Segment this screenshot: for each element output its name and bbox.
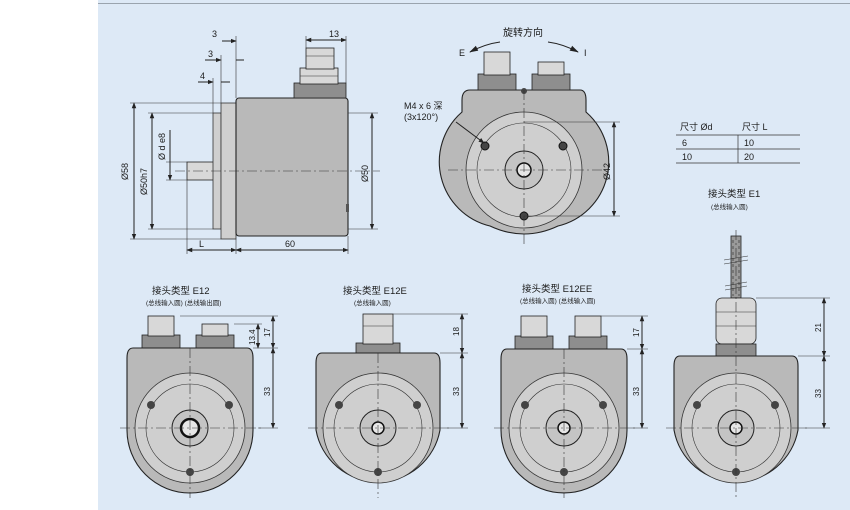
dim-d50h7: Ø50h7 bbox=[139, 168, 149, 195]
variant-e12ee-subtitle: (总线输入圆) (总线输入圆) bbox=[520, 296, 595, 305]
sheet-top-border bbox=[98, 3, 850, 4]
dir-e: E bbox=[459, 48, 465, 58]
variant-e12ee-dim-17: 17 bbox=[632, 328, 641, 337]
housing-screw bbox=[346, 204, 349, 212]
dim-60: 60 bbox=[285, 239, 295, 249]
variant-e12-dim-17: 17 bbox=[263, 328, 272, 337]
variant-e12ee-dim-33: 33 bbox=[632, 387, 641, 396]
dim-d58: Ø58 bbox=[120, 163, 130, 180]
variant-e1-dim-33: 33 bbox=[814, 389, 823, 398]
variant-e12-subtitle: (总线输入圆) (总线输出圆) bbox=[146, 298, 221, 307]
dim-13: 13 bbox=[329, 29, 339, 39]
size-table: 尺寸 Ød 尺寸 L 6 10 10 20 bbox=[676, 121, 800, 164]
thread-label-1: M4 x 6 深 bbox=[404, 101, 443, 111]
dir-i: I bbox=[584, 48, 587, 58]
variant-e12-dim-33: 33 bbox=[263, 387, 272, 396]
front-connector-left bbox=[483, 51, 511, 76]
variant-e12e-title: 接头类型 E12E bbox=[343, 285, 407, 297]
connector-head bbox=[305, 47, 335, 70]
table-cell-d-1: 10 bbox=[682, 152, 692, 162]
dim-3a: 3 bbox=[212, 29, 217, 39]
dim-L: L bbox=[199, 239, 204, 249]
variant-e12e: 接头类型 E12E (总线输入圆) 18 33 bbox=[308, 285, 468, 498]
front-view: 旋转方向 E I M4 x 6 深 (3x120°) Ø42 bbox=[404, 26, 620, 244]
variant-e12e-dim-18: 18 bbox=[452, 327, 461, 336]
rotation-label: 旋转方向 bbox=[503, 26, 543, 39]
variant-e12-title: 接头类型 E12 bbox=[152, 285, 210, 297]
variant-e12-dim-13-4: 13.4 bbox=[248, 329, 257, 345]
front-connector-right-base bbox=[531, 73, 571, 91]
variant-e12e-subtitle: (总线输入圆) bbox=[354, 298, 391, 307]
dim-3b: 3 bbox=[208, 49, 213, 59]
front-connector-right bbox=[537, 61, 565, 76]
thread-hole-2 bbox=[558, 141, 568, 151]
thread-hole-1 bbox=[480, 141, 490, 151]
table-cell-l-1: 20 bbox=[744, 152, 754, 162]
table-header-l: 尺寸 L bbox=[742, 121, 768, 132]
dim-d42: Ø42 bbox=[602, 163, 612, 180]
variant-e1-title: 接头类型 E1 bbox=[708, 188, 760, 200]
variant-e1-dim-21: 21 bbox=[814, 323, 823, 332]
thread-label-2: (3x120°) bbox=[404, 112, 438, 122]
rotation-arrow-e bbox=[469, 41, 501, 53]
variant-e12: 接头类型 E12 (总线输入圆) (总线输出圆) 13.4 17 33 bbox=[120, 285, 278, 498]
dim-4: 4 bbox=[200, 71, 205, 81]
table-cell-d-0: 6 bbox=[682, 138, 687, 148]
variant-e12ee-title: 接头类型 E12EE bbox=[522, 283, 592, 295]
table-header-d: 尺寸 Ød bbox=[680, 121, 713, 132]
table-cell-l-0: 10 bbox=[744, 138, 754, 148]
variant-e1: 接头类型 E1 (总线输入圆) 21 33 bbox=[666, 188, 830, 498]
side-view: Ø58 Ø50h7 Ø d e8 Ø50 L 60 13 3 bbox=[120, 29, 380, 254]
housing bbox=[235, 97, 349, 237]
connector-base bbox=[293, 82, 347, 99]
dim-dd: Ø d e8 bbox=[157, 133, 167, 160]
front-connector-left-base bbox=[477, 73, 517, 91]
variant-e1-subtitle: (总线输入圆) bbox=[711, 202, 748, 211]
variant-e12ee: 接头类型 E12EE (总线输入圆) (总线输入圆) 17 33 bbox=[494, 283, 648, 498]
variant-e12e-dim-33: 33 bbox=[452, 387, 461, 396]
rotation-arrow-i bbox=[547, 41, 579, 53]
dim-d50: Ø50 bbox=[360, 165, 370, 182]
